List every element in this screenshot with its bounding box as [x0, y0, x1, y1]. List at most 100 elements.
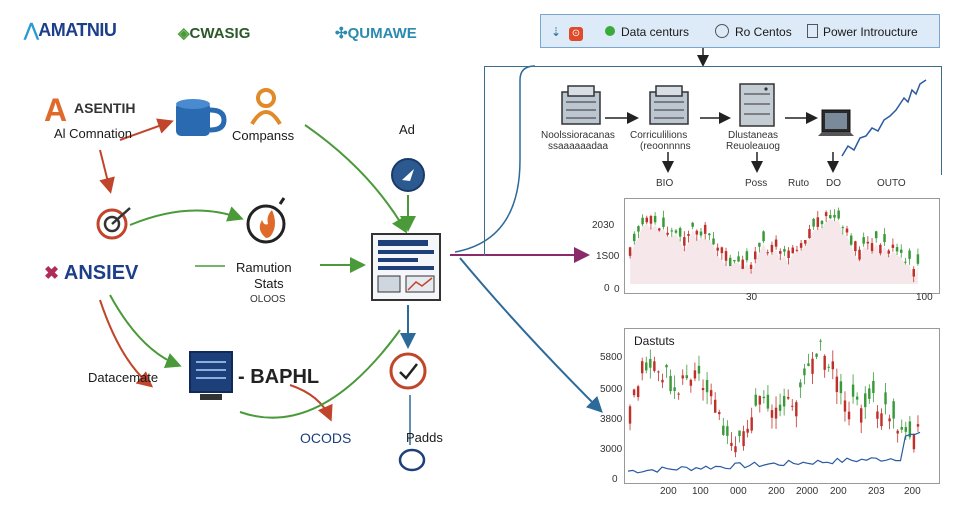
bottom-chart-candle	[831, 361, 835, 370]
top-chart-candle	[862, 237, 865, 244]
bottom-chart-candle	[815, 353, 818, 357]
top-chart-candle	[783, 248, 786, 252]
check-circle-icon[interactable]	[387, 350, 429, 392]
companies-label: Companss	[232, 128, 295, 143]
logo-cwasig-text: CWASIG	[189, 25, 251, 42]
top-chart-candle	[770, 244, 774, 253]
top-chart-candle	[728, 257, 732, 267]
top-chart-candle	[733, 260, 736, 262]
top-chart-candle	[908, 250, 911, 259]
bottom-chart-candle	[750, 417, 753, 431]
bottom-chart-candle	[653, 361, 656, 371]
bottom-chart-candle	[645, 362, 648, 371]
server-icon-2	[649, 85, 689, 125]
pipeline-frame-left	[484, 66, 485, 256]
top-chart-area	[630, 219, 918, 284]
top-chart-candle	[762, 231, 765, 242]
brand-logo: ✖ ANSIEV	[44, 262, 139, 284]
mug-icon	[176, 99, 227, 136]
legend-download-icon[interactable]: ⇣	[551, 25, 562, 39]
top-chart-candle	[645, 217, 649, 223]
monitor-icon	[189, 351, 233, 400]
top-chart-candle	[829, 215, 832, 219]
bottom-chart-candle	[774, 407, 778, 419]
bottom-chart-candle	[713, 399, 717, 413]
bottom-chart-panel	[624, 328, 940, 484]
arrow-ai-to-mug	[119, 118, 174, 141]
top-chart-candle	[687, 234, 690, 236]
top-chart-candle	[895, 247, 899, 252]
bottom-chart-candle	[669, 375, 672, 392]
bottom-chart-candle	[827, 366, 830, 368]
bottom-chart-candle	[896, 430, 899, 434]
top-chart-candle	[808, 229, 811, 239]
top-chart-candle	[795, 249, 799, 251]
bottom-chart-candle	[709, 390, 713, 397]
bottom-chart-ytick-2: 5000	[600, 384, 623, 395]
top-chart-candle	[841, 227, 845, 229]
top-chart-xtick-1: 0	[614, 284, 620, 295]
top-chart-candle	[854, 241, 857, 252]
bottom-chart-ytick-1: 5800	[600, 352, 623, 363]
legend-item-power[interactable]: Power Introucture	[807, 23, 918, 41]
top-chart-candle	[637, 226, 640, 232]
bottom-chart-candle	[730, 442, 733, 446]
bottom-chart-candle	[847, 411, 851, 420]
pads-label: Padds	[406, 430, 443, 445]
document-report-icon[interactable]	[370, 232, 446, 304]
top-chart-candle	[712, 238, 715, 245]
top-chart-candle	[658, 228, 661, 231]
top-chart-candle	[678, 228, 682, 237]
ai-title: ASENTIH	[74, 100, 136, 116]
legend-item-data-centers[interactable]: Data centurs	[605, 23, 689, 41]
bottom-chart-candle	[685, 375, 689, 379]
bottom-chart-candle	[786, 397, 790, 399]
stats-sub-label: OLOOS	[250, 294, 286, 305]
top-chart-candle	[879, 244, 882, 254]
bottom-chart-candle	[904, 427, 908, 432]
bottom-chart-candle	[697, 365, 701, 374]
top-chart-candle	[699, 231, 703, 236]
bottom-chart-candle	[851, 384, 855, 397]
bottom-chart-candle	[843, 400, 847, 412]
bottom-chart-candle	[734, 446, 737, 453]
bottom-chart-candle	[791, 405, 794, 407]
bottom-chart-candle	[839, 381, 843, 394]
pipeline-bottom-4: DO	[826, 178, 841, 189]
top-chart-candle	[683, 237, 686, 246]
server-rack-icon	[739, 83, 775, 127]
bottom-chart-candle	[799, 382, 802, 388]
legend-item-ro-centos[interactable]: Ro Centos	[715, 23, 792, 41]
pipeline-bottom-5: OUTO	[877, 178, 906, 189]
bottom-chart-candle	[677, 393, 680, 395]
legend-gear-icon[interactable]: ⊙	[569, 23, 583, 41]
compass-icon[interactable]	[389, 156, 427, 194]
arrow-companies-to-doc	[304, 124, 408, 234]
bottom-chart-ytick-4: 3000	[600, 444, 623, 455]
bottom-chart-candle	[876, 411, 879, 419]
top-chart-ytick-3: 0	[604, 283, 610, 294]
top-chart-candle	[766, 252, 769, 254]
bottom-chart-candle	[657, 371, 660, 373]
legend-label-ro-centos: Ro Centos	[735, 25, 792, 39]
top-chart-candle	[824, 212, 828, 217]
top-chart-candle	[820, 220, 824, 225]
top-chart-candle	[891, 244, 895, 248]
arrow-target-to-results	[129, 206, 244, 226]
top-chart-candle	[904, 261, 907, 263]
bottom-chart-candle	[661, 379, 664, 383]
bottom-chart-candle	[766, 394, 770, 409]
brand-logo-text: ANSIEV	[63, 262, 139, 284]
bottom-chart-candle	[819, 340, 822, 342]
top-chart-candle	[628, 247, 632, 256]
top-chart-candle	[849, 235, 853, 245]
top-chart-candle	[887, 250, 890, 254]
top-chart-candle	[779, 251, 782, 254]
top-chart-candle	[858, 249, 861, 260]
pipeline-bottom-3: Ruto	[788, 178, 810, 189]
logo-cwasig: ◈CWASIG	[178, 25, 251, 42]
top-chart-candle	[916, 254, 920, 264]
bottom-chart-candle	[900, 427, 903, 430]
top-chart-candle	[804, 240, 807, 244]
blob-icon	[398, 448, 426, 472]
